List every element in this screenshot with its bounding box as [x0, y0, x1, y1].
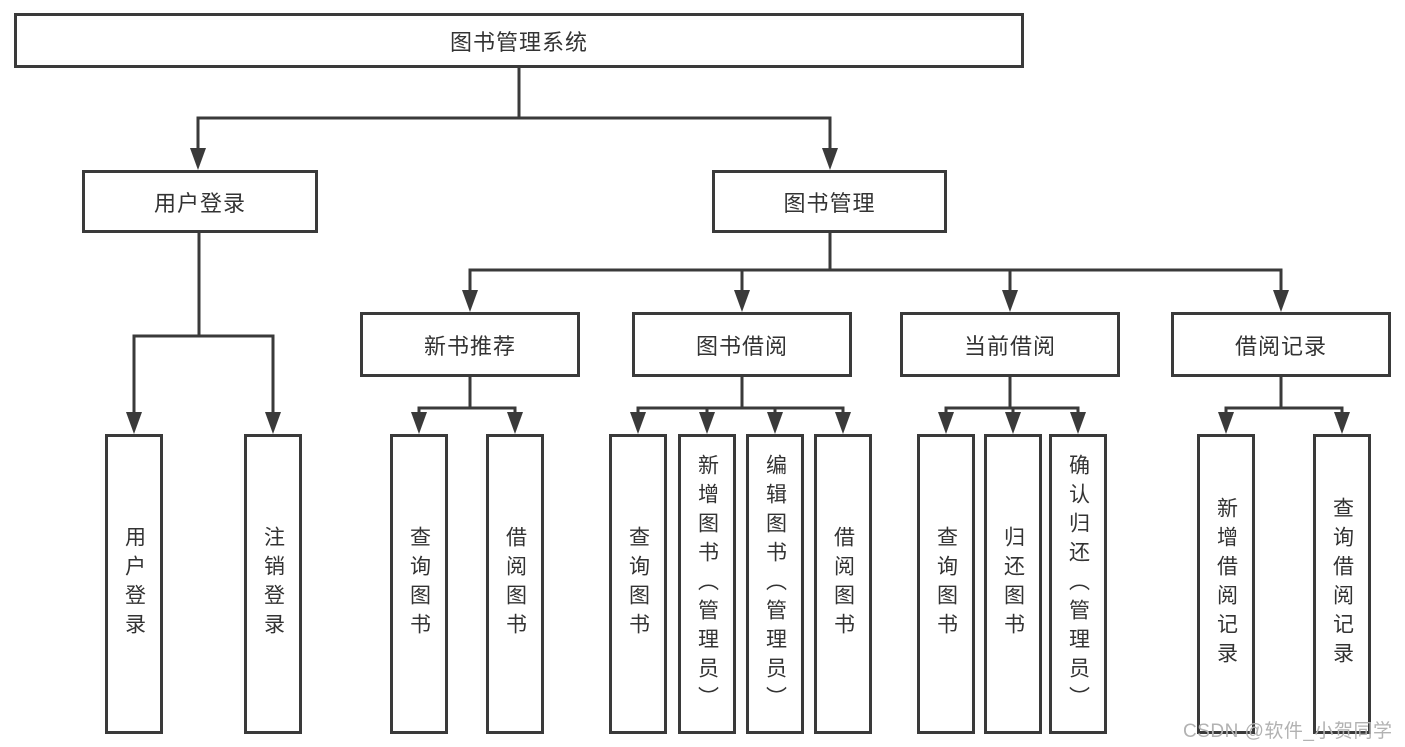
leaf-logout-label: 注销登录	[261, 526, 285, 642]
node-book-management: 图书管理	[712, 170, 947, 233]
leaf-logout: 注销登录	[244, 434, 302, 734]
leaf-user-login-label: 用户登录	[122, 526, 146, 642]
node-borrow-records: 借阅记录	[1171, 312, 1391, 377]
node-new-book-recommend-label: 新书推荐	[423, 333, 516, 359]
node-borrow-records-label: 借阅记录	[1234, 333, 1327, 359]
node-current-borrow: 当前借阅	[900, 312, 1120, 377]
leaf-query-book-borrow-label: 查询图书	[626, 526, 650, 642]
leaf-query-book-recommend: 查询图书	[390, 434, 448, 734]
leaf-user-login: 用户登录	[105, 434, 163, 734]
leaf-borrow-book-label: 借阅图书	[831, 526, 855, 642]
node-root: 图书管理系统	[14, 13, 1024, 68]
watermark: CSDN @软件_小贺同学	[1183, 721, 1393, 742]
node-root-label: 图书管理系统	[449, 29, 588, 55]
leaf-query-book-borrow: 查询图书	[609, 434, 667, 734]
leaf-confirm-return-admin-label: 确认归还（管理员）	[1066, 453, 1090, 715]
leaf-return-book: 归还图书	[984, 434, 1042, 734]
arrowheads	[126, 148, 1350, 434]
leaf-query-borrow-record: 查询借阅记录	[1313, 434, 1371, 734]
leaf-query-book-current: 查询图书	[917, 434, 975, 734]
leaf-borrow-book: 借阅图书	[814, 434, 872, 734]
leaf-borrow-book-recommend-label: 借阅图书	[503, 526, 527, 642]
node-user-login-label: 用户登录	[153, 190, 246, 216]
leaf-add-borrow-record: 新增借阅记录	[1197, 434, 1255, 734]
leaf-return-book-label: 归还图书	[1001, 526, 1025, 642]
leaf-edit-book-admin-label: 编辑图书（管理员）	[763, 453, 787, 715]
node-book-borrow: 图书借阅	[632, 312, 852, 377]
leaf-edit-book-admin: 编辑图书（管理员）	[746, 434, 804, 734]
leaf-query-borrow-record-label: 查询借阅记录	[1330, 497, 1354, 671]
node-book-management-label: 图书管理	[783, 190, 876, 216]
leaf-query-book-current-label: 查询图书	[934, 526, 958, 642]
leaf-add-book-admin-label: 新增图书（管理员）	[695, 453, 719, 715]
node-new-book-recommend: 新书推荐	[360, 312, 580, 377]
leaf-add-borrow-record-label: 新增借阅记录	[1214, 497, 1238, 671]
leaf-add-book-admin: 新增图书（管理员）	[678, 434, 736, 734]
leaf-borrow-book-recommend: 借阅图书	[486, 434, 544, 734]
node-current-borrow-label: 当前借阅	[963, 333, 1056, 359]
node-book-borrow-label: 图书借阅	[695, 333, 788, 359]
leaf-query-book-recommend-label: 查询图书	[407, 526, 431, 642]
leaf-confirm-return-admin: 确认归还（管理员）	[1049, 434, 1107, 734]
node-user-login: 用户登录	[82, 170, 318, 233]
